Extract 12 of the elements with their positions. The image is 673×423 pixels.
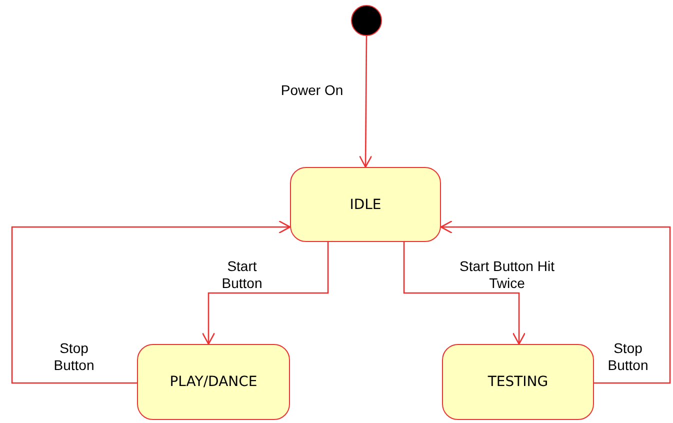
initial-state-dot: [351, 5, 382, 36]
transition-arrow: [11, 220, 291, 384]
state-box: [442, 344, 594, 420]
transition-arrow: [403, 242, 526, 345]
state-box: [137, 344, 290, 420]
transition-arrow: [358, 36, 372, 168]
state-name: PLAY/DANCE: [170, 374, 258, 390]
transition-arrow: [202, 242, 329, 345]
state-name: IDLE: [350, 196, 382, 212]
state-box: [290, 167, 441, 242]
transition-arrow: [440, 220, 671, 384]
state-name: TESTING: [488, 374, 548, 390]
